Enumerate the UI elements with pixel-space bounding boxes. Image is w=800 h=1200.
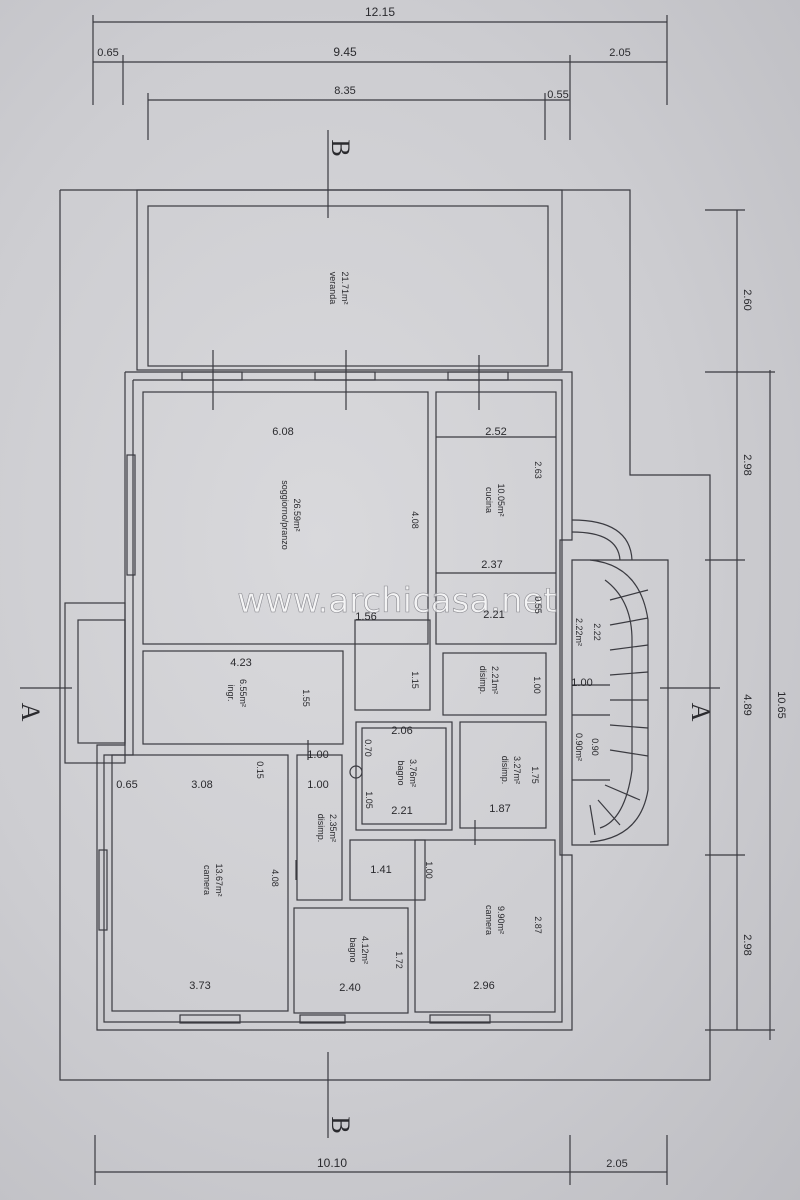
room-camera-b-area: 9.90m² — [496, 906, 506, 934]
dim-cucina-w: 2.52 — [485, 426, 506, 438]
dim-disimp-b-h: 1.75 — [530, 766, 540, 784]
room-soggiorno-name: soggiorno/pranzo — [280, 480, 290, 550]
room-disimp-a-name: disimp. — [478, 666, 488, 695]
room-ingr-area: 6.55m² — [238, 679, 248, 707]
dim-top-gap: 0.55 — [547, 89, 568, 101]
room-disimp-c-area: 2.35m² — [328, 814, 338, 842]
dim-right-total: 10.65 — [775, 691, 787, 719]
dim-hall-w: 1.56 — [355, 611, 376, 623]
dim-cucina-w2: 2.37 — [481, 559, 502, 571]
section-marker-a-right: A — [686, 703, 715, 722]
dim-bagno-a-w: 2.06 — [391, 725, 412, 737]
room-cucina-area: 10.05m² — [496, 483, 506, 516]
dim-small-c: 1.00 — [307, 749, 328, 761]
dim-camera-a-w: 3.08 — [191, 779, 212, 791]
dim-camera-a-h: 4.08 — [270, 869, 280, 887]
dim-bottom-right: 2.05 — [606, 1158, 627, 1170]
room-veranda-area: 21.71m² — [340, 271, 350, 304]
dim-right-1: 2.60 — [741, 289, 753, 310]
room-disimp-b-area: 3.27m² — [512, 756, 522, 784]
dim-top-middle: 9.45 — [333, 45, 357, 59]
room-bagno-b-area: 4.12m² — [360, 936, 370, 964]
dim-right-2: 2.98 — [741, 454, 753, 475]
room-stair-b-area: 0.90m² — [574, 733, 584, 761]
room-ingr-name: ingr. — [226, 684, 236, 701]
dim-soggiorno-h: 4.08 — [410, 511, 420, 529]
room-stair-a-area: 2.22m² — [574, 618, 584, 646]
dim-bagno-b-h: 1.72 — [394, 951, 404, 969]
dim-top-inner: 8.35 — [334, 85, 355, 97]
dim-disimp-b-w: 1.87 — [489, 803, 510, 815]
dim-right-3: 4.89 — [741, 694, 753, 715]
dim-cucina-h: 2.63 — [533, 461, 543, 479]
room-disimp-a-area: 2.21m² — [490, 666, 500, 694]
dim-bottom-main: 10.10 — [317, 1156, 347, 1170]
dim-right-4: 2.98 — [741, 934, 753, 955]
section-marker-a-left: A — [16, 703, 45, 722]
dim-camera-a-w2: 3.73 — [189, 980, 210, 992]
room-disimp-c-name: disimp. — [316, 814, 326, 843]
room-camera-b-name: camera — [484, 905, 494, 935]
plan-linework — [20, 15, 775, 1185]
dim-stair-b-w: 0.90 — [590, 738, 600, 756]
dim-connector-h: 1.00 — [424, 861, 434, 879]
dim-small-b: 0.15 — [255, 761, 265, 779]
dim-ingr-h: 1.55 — [301, 689, 311, 707]
dim-bagno-a-h2: 0.70 — [363, 739, 373, 757]
dim-disimp-c-w: 1.00 — [307, 779, 328, 791]
dim-stair-a-w: 2.22 — [592, 623, 602, 641]
dim-hall-h: 1.15 — [410, 671, 420, 689]
room-soggiorno-area: 26.59m² — [292, 498, 302, 531]
room-camera-a-name: camera — [202, 865, 212, 895]
section-marker-b-bottom: B — [326, 1116, 355, 1133]
room-veranda-name: veranda — [328, 272, 338, 305]
dim-ingr-w: 4.23 — [230, 657, 251, 669]
dim-camera-b-w: 2.96 — [473, 980, 494, 992]
watermark: www.archicasa.net — [237, 581, 557, 621]
dim-top-right: 2.05 — [609, 47, 630, 59]
dim-total-top: 12.15 — [365, 5, 395, 19]
room-bagno-a-name: bagno — [396, 760, 406, 785]
room-cucina-name: cucina — [484, 487, 494, 513]
dim-bagno-b-w: 2.40 — [339, 982, 360, 994]
section-marker-b-top: B — [326, 139, 355, 156]
dim-camera-b-h: 2.87 — [533, 916, 543, 934]
dim-disimp-a-w: 2.21 — [483, 609, 504, 621]
dim-bagno-a-w2: 2.21 — [391, 805, 412, 817]
room-bagno-a-area: 3.76m² — [408, 759, 418, 787]
dim-connector-w: 1.41 — [370, 864, 391, 876]
dim-top-left: 0.65 — [97, 47, 118, 59]
dim-soggiorno-w: 6.08 — [272, 426, 293, 438]
dim-bagno-a-h: 1.05 — [364, 791, 374, 809]
dim-stair-w: 1.00 — [571, 677, 592, 689]
room-camera-a-area: 13.67m² — [214, 863, 224, 896]
dim-camera-a-extra: 0.65 — [116, 779, 137, 791]
dim-cucina-gap: 0.55 — [533, 596, 543, 614]
room-bagno-b-name: bagno — [348, 937, 358, 962]
dim-disimp-a-h: 1.00 — [532, 676, 542, 694]
room-disimp-b-name: disimp. — [500, 756, 510, 785]
